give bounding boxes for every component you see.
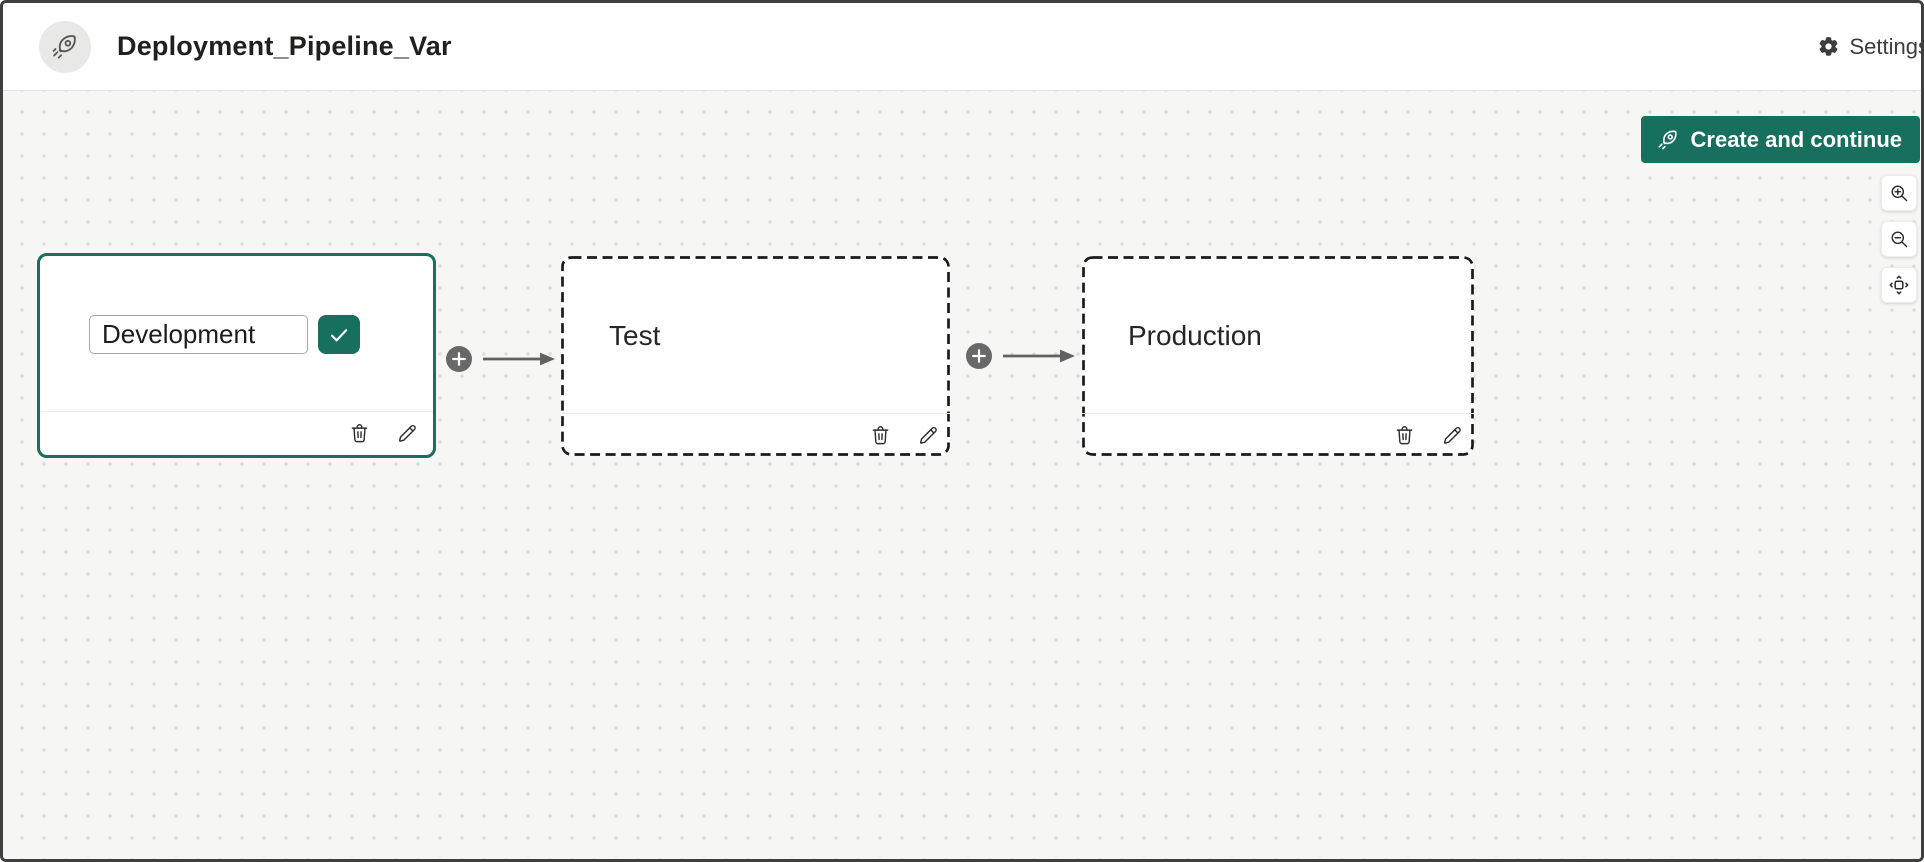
header-bar: Deployment_Pipeline_Var Settings bbox=[3, 3, 1921, 91]
confirm-name-button[interactable] bbox=[318, 315, 360, 354]
pencil-icon bbox=[919, 426, 937, 444]
settings-button[interactable]: Settings bbox=[1817, 3, 1924, 90]
create-and-continue-label: Create and continue bbox=[1690, 126, 1902, 152]
fit-to-view-button[interactable] bbox=[1881, 267, 1917, 303]
stage-label: Test bbox=[609, 320, 661, 351]
zoom-in-button[interactable] bbox=[1881, 175, 1917, 211]
add-stage-button[interactable] bbox=[446, 346, 472, 372]
gear-icon bbox=[1819, 37, 1837, 56]
plus-circle-icon bbox=[972, 349, 986, 363]
edit-stage-button[interactable] bbox=[914, 422, 940, 448]
fit-to-view-icon bbox=[1889, 275, 1909, 295]
pencil-icon bbox=[1443, 426, 1461, 444]
trash-icon bbox=[872, 425, 888, 444]
pipeline-canvas[interactable]: Create and continue bbox=[3, 91, 1921, 859]
connector-arrow bbox=[1003, 349, 1075, 363]
stage-label: Production bbox=[1128, 320, 1262, 351]
create-and-continue-button[interactable]: Create and continue bbox=[1640, 116, 1920, 163]
pipeline-avatar bbox=[39, 20, 91, 73]
trash-icon bbox=[351, 424, 367, 443]
rocket-icon bbox=[1658, 130, 1677, 149]
pencil-icon bbox=[398, 425, 416, 442]
connector-arrow bbox=[483, 352, 555, 366]
magnifier-plus-icon bbox=[1890, 184, 1907, 201]
stage-card-footer bbox=[561, 413, 950, 456]
stage-card-test[interactable]: Test bbox=[561, 256, 950, 456]
edit-stage-button[interactable] bbox=[1438, 422, 1464, 448]
edit-stage-button[interactable] bbox=[393, 421, 419, 447]
add-stage-button[interactable] bbox=[966, 343, 992, 369]
checkmark-icon bbox=[330, 328, 348, 341]
rocket-icon bbox=[52, 34, 76, 59]
plus-circle-icon bbox=[452, 352, 466, 366]
stage-card-footer bbox=[1082, 413, 1474, 456]
zoom-out-button[interactable] bbox=[1881, 221, 1917, 257]
stage-card-footer bbox=[40, 411, 433, 455]
trash-icon bbox=[1396, 425, 1412, 444]
stage-card-production[interactable]: Production bbox=[1082, 256, 1474, 456]
page-title: Deployment_Pipeline_Var bbox=[117, 31, 452, 61]
delete-stage-button[interactable] bbox=[867, 422, 893, 448]
magnifier-minus-icon bbox=[1890, 230, 1907, 247]
delete-stage-button[interactable] bbox=[1391, 422, 1417, 448]
settings-label: Settings bbox=[1849, 33, 1924, 59]
canvas-controls bbox=[1881, 175, 1917, 303]
stage-card-development[interactable] bbox=[37, 253, 436, 458]
delete-stage-button[interactable] bbox=[346, 421, 372, 447]
stage-name-input[interactable] bbox=[89, 315, 308, 354]
